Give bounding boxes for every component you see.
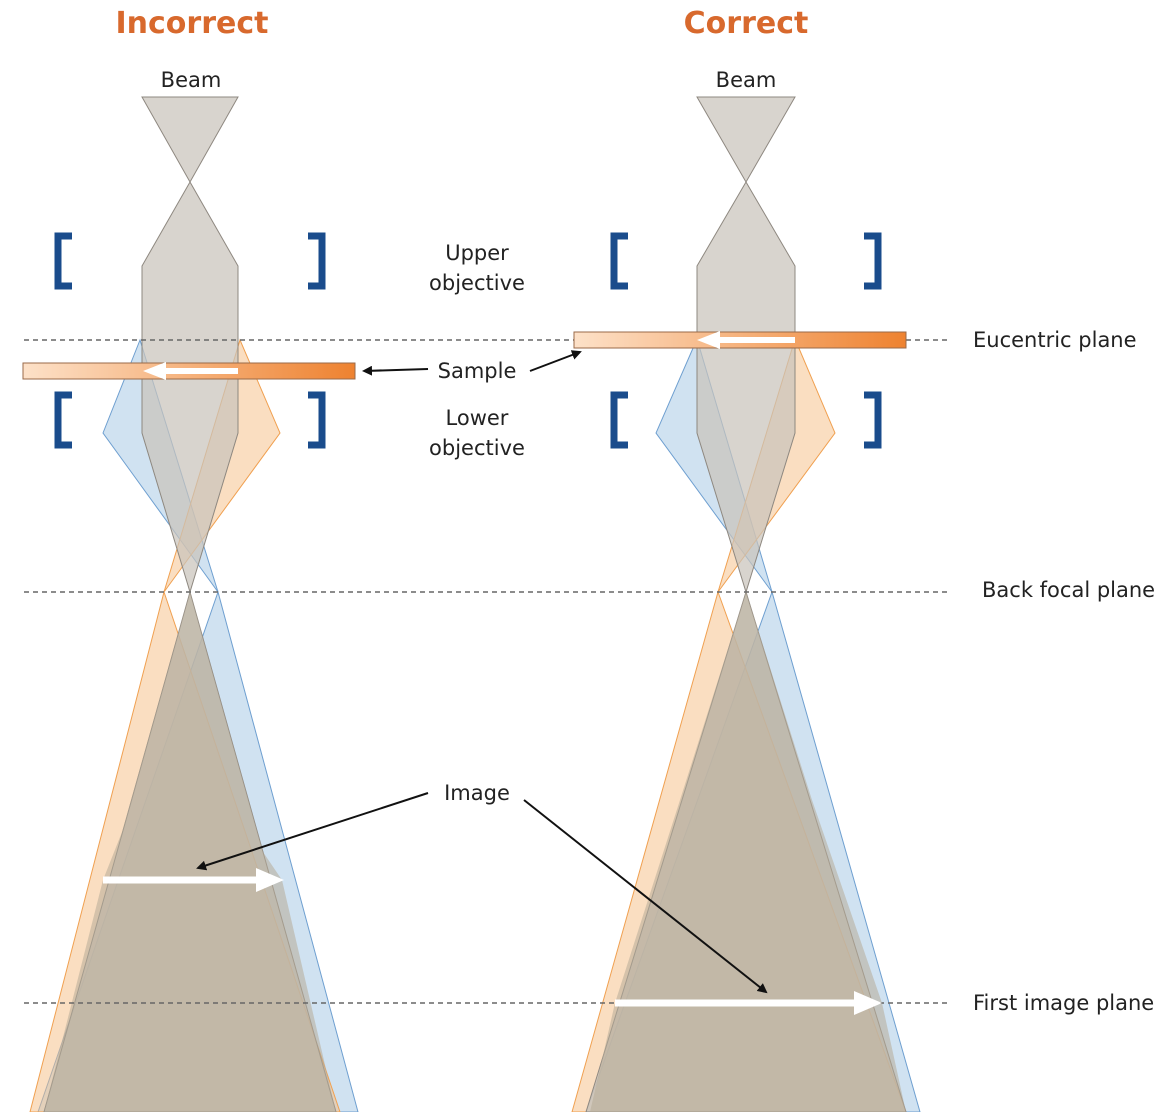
lower-lens-left-correct	[610, 391, 628, 449]
first-image-plane-label: First image plane	[973, 991, 1154, 1015]
image-region-right	[590, 592, 906, 1112]
upper-lens-right-correct	[864, 232, 882, 290]
correct-ray-diagram	[571, 96, 921, 1112]
eucentric-plane-label: Eucentric plane	[973, 328, 1137, 352]
image-arrow-incorrect	[103, 868, 284, 892]
image-pointer-left	[196, 792, 429, 871]
beam-label-right: Beam	[716, 68, 777, 92]
incorrect-ray-diagram	[29, 96, 359, 1112]
image-region-left	[44, 592, 336, 1112]
lower-lens-left-incorrect	[54, 391, 72, 449]
upper-lens-left-correct	[610, 232, 628, 290]
incorrect-title: Incorrect	[116, 6, 269, 41]
beam-label-left: Beam	[161, 68, 222, 92]
upper-lens-left-incorrect	[54, 232, 72, 290]
correct-title: Correct	[684, 6, 809, 41]
lower-lens-right-incorrect	[308, 391, 326, 449]
lower-objective-label-line2: objective	[429, 436, 525, 460]
upper-objective-label-line2: objective	[429, 271, 525, 295]
upper-objective-label-line1: Upper	[445, 241, 509, 265]
upper-lens-right-incorrect	[308, 232, 326, 290]
sample-pointer-left	[362, 365, 429, 376]
object-arrow-correct	[697, 331, 795, 349]
back-focal-plane-label: Back focal plane	[982, 578, 1155, 602]
sample-label: Sample	[438, 359, 517, 383]
image-label: Image	[444, 781, 510, 805]
image-pointer-right	[523, 799, 768, 994]
object-arrow-incorrect	[143, 362, 238, 380]
lens-brackets	[54, 232, 882, 449]
lower-objective-label-line1: Lower	[446, 406, 509, 430]
sample-pointer-right	[529, 350, 582, 372]
pointer-arrows	[196, 350, 768, 994]
image-arrow-correct	[615, 991, 882, 1015]
lower-lens-right-correct	[864, 391, 882, 449]
